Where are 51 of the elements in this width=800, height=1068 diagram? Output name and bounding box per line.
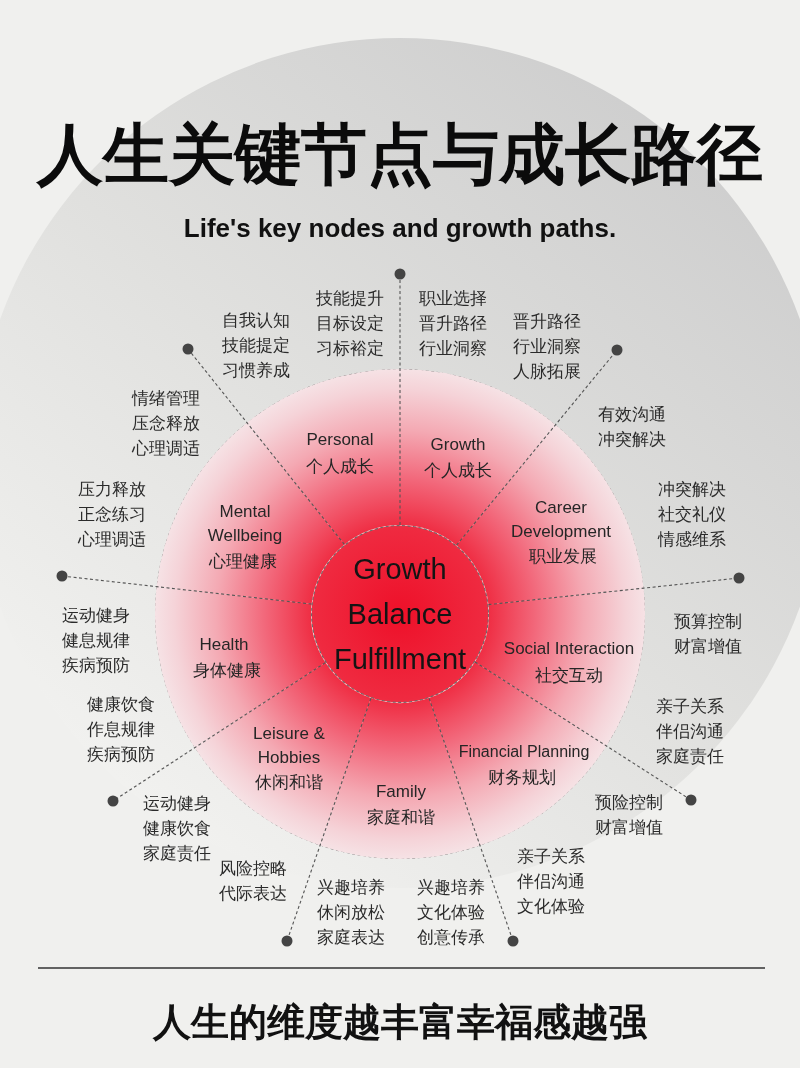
keyword-list: 亲子关系伴侣沟通文化体验: [517, 844, 585, 919]
segment-label: Leisure & Hobbies: [252, 723, 326, 769]
segment-label: 心理健康: [209, 551, 277, 573]
segment-label: Personal: [306, 429, 374, 451]
segment-label: 财务规划: [488, 767, 556, 789]
segment-label: Family: [375, 781, 427, 803]
spoke-line: [394, 268, 406, 526]
keyword-list: 健康饮食作息规律疾病预防: [87, 692, 155, 767]
keyword-list: 预险控制财富增值: [595, 790, 663, 840]
keyword-list: 运动健身健康饮食家庭责任: [143, 791, 211, 866]
segment-label: Mental Wellbeing: [207, 501, 283, 547]
segment-label: Career Development: [510, 497, 612, 543]
spoke-line: [474, 661, 697, 806]
segment-label: 个人成长: [306, 456, 374, 478]
keyword-list: 预算控制财富增值: [674, 609, 742, 659]
spoke-line: [487, 572, 745, 606]
spoke-line: [428, 697, 519, 947]
segment-label: Health: [199, 634, 249, 656]
segment-label: Financial Planning: [458, 742, 590, 762]
spoke-line: [281, 697, 372, 947]
segment-label: 社交互动: [535, 665, 603, 687]
keyword-list: 情绪管理压念释放心理调适: [132, 386, 200, 461]
keyword-list: 风险控略代际表达: [219, 856, 287, 906]
keyword-list: 运动健身健息规律疾病预防: [62, 603, 130, 678]
keyword-list: 亲子关系伴侣沟通家庭责任: [656, 694, 724, 769]
keyword-list: 压力释放正念练习心理调适: [78, 477, 146, 552]
keyword-list: 职业选择晋升路径行业洞察: [419, 286, 487, 361]
keyword-list: 兴趣培养休闲放松家庭表达: [317, 875, 385, 950]
keyword-list: 冲突解决社交礼仪情感维系: [658, 477, 726, 552]
segment-label: 个人成长: [424, 460, 492, 482]
keyword-list: 晋升路径行业洞察人脉拓展: [513, 309, 581, 384]
spoke-line: [182, 343, 345, 546]
keyword-list: 兴趣培养文化体验创意传承: [417, 875, 485, 950]
ring-segment: [474, 588, 645, 746]
segment-label: 职业发展: [529, 546, 597, 568]
title: 人生关键节点与成长路径: [37, 116, 763, 193]
segment-label: Growth: [430, 434, 486, 456]
segment-label: 身体健康: [193, 660, 261, 682]
caption: 人生的维度越丰富幸福感越强: [153, 999, 647, 1045]
segment-label: Social Interaction: [503, 638, 635, 660]
keyword-list: 技能提升目标设定习标裕定: [316, 286, 384, 361]
hub-label: Growth Balance Fulfillment: [333, 551, 467, 677]
spoke-line: [56, 570, 313, 605]
segment-label: 休闲和谐: [255, 772, 323, 794]
spoke-line: [455, 344, 623, 546]
keyword-list: 有效沟通冲突解决: [598, 402, 666, 452]
spoke-line: [107, 662, 326, 807]
subtitle: Life's key nodes and growth paths.: [183, 212, 617, 244]
segment-label: 家庭和谐: [367, 807, 435, 829]
keyword-list: 自我认知技能提定习惯养成: [222, 308, 290, 383]
ring-segment: [155, 586, 326, 748]
